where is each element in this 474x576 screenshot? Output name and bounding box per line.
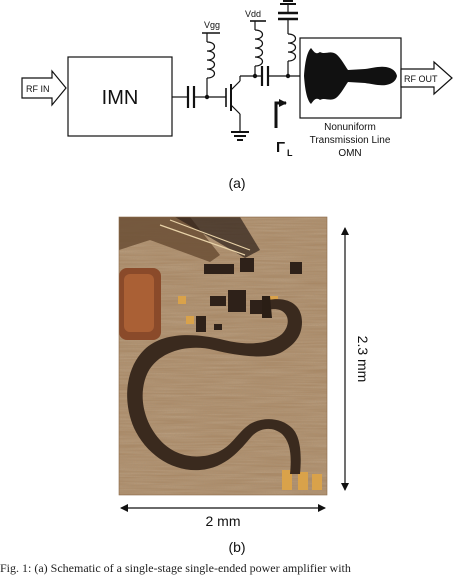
height-dimension-label: 2.3 mm [355, 336, 371, 383]
imn-box [67, 56, 173, 137]
drain-inductor [254, 29, 264, 67]
gamma-subscript: L [287, 148, 293, 158]
vdd-label: Vdd [245, 9, 261, 19]
rf-out-label: RF OUT [404, 74, 438, 84]
top-ground-icon [280, 0, 296, 5]
gamma-label: Γ [276, 139, 285, 156]
omn-label-line3: OMN [338, 148, 361, 159]
shunt-capacitor [278, 11, 298, 21]
schematic: RF IN IMN Vgg [21, 0, 453, 159]
transmission-line-trace [127, 299, 302, 474]
transistor [225, 76, 241, 125]
omn-label-line1: Nonuniform [324, 122, 376, 133]
width-dimension-label: 2 mm [206, 513, 241, 529]
vgg-label: Vgg [204, 20, 220, 30]
rf-out-port: RF OUT [400, 60, 453, 96]
chip-photo [119, 217, 327, 495]
shunt-inductor [287, 33, 297, 62]
gate-inductor [206, 41, 216, 79]
source-ground-icon [231, 131, 249, 141]
rf-in-port: RF IN [21, 69, 67, 107]
gamma-arrow-icon [274, 99, 287, 128]
omn-label-line2: Transmission Line [310, 135, 391, 146]
imn-label: IMN [102, 87, 139, 109]
tapered-line-shape [304, 48, 397, 104]
panel-b-label: (b) [228, 539, 245, 555]
rf-in-label: RF IN [26, 84, 50, 94]
height-dimension: 2.3 mm [341, 227, 371, 491]
output-capacitor [260, 66, 270, 86]
panel-a-label: (a) [228, 175, 245, 191]
input-capacitor [186, 86, 196, 108]
width-dimension: 2 mm [120, 504, 326, 529]
